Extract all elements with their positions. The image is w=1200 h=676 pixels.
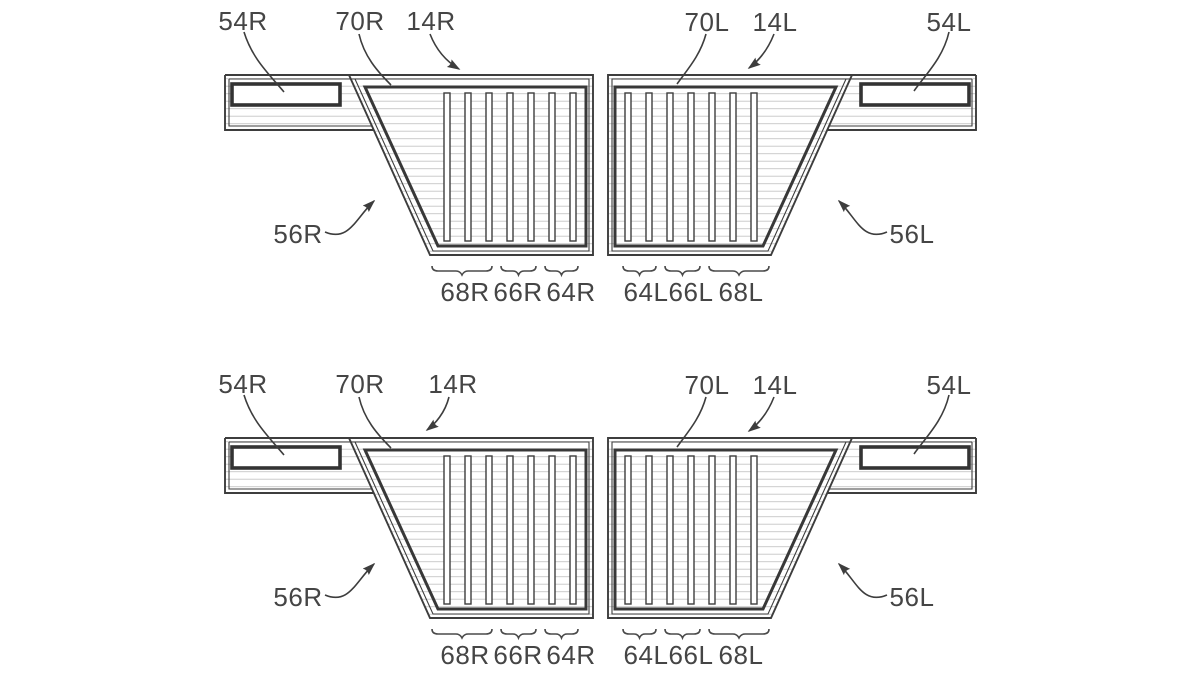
- fig1-group-label-64R: 64R: [546, 277, 596, 307]
- fig2-group-label-66L: 66L: [668, 640, 714, 670]
- fig1-group-label-66R: 66R: [493, 277, 543, 307]
- fig1-callout-14L: 14L: [752, 7, 798, 37]
- fig1-callout-14R: 14R: [406, 6, 456, 36]
- fig2-callout-56L: 56L: [889, 582, 935, 612]
- upper-figure-art: [225, 75, 976, 275]
- fig1-callout-70R: 70R: [335, 6, 385, 36]
- fig2-callout-70L: 70L: [684, 370, 730, 400]
- fig2-group-label-68R: 68R: [440, 640, 490, 670]
- fig2-callout-56R: 56R: [273, 582, 323, 612]
- fig2-callout-14R: 14R: [428, 369, 478, 399]
- fig1-group-label-68L: 68L: [718, 277, 764, 307]
- fig1-callout-54R: 54R: [218, 6, 268, 36]
- upper-figure-leaders: [243, 31, 950, 235]
- fig2-callout-54R: 54R: [218, 369, 268, 399]
- fig2-group-label-64L: 64L: [623, 640, 669, 670]
- fig2-group-label-68L: 68L: [718, 640, 764, 670]
- lower-figure-art: [225, 438, 976, 638]
- fig2-group-label-66R: 66R: [493, 640, 543, 670]
- fig1-group-label-68R: 68R: [440, 277, 490, 307]
- fig1-callout-54L: 54L: [926, 7, 972, 37]
- fig2-callout-54L: 54L: [926, 370, 972, 400]
- fig2-callout-70R: 70R: [335, 369, 385, 399]
- lower-figure-leaders: [243, 394, 950, 598]
- fig1-group-label-64L: 64L: [623, 277, 669, 307]
- fig1-callout-56L: 56L: [889, 219, 935, 249]
- fig1-callout-70L: 70L: [684, 7, 730, 37]
- fig2-callout-14L: 14L: [752, 370, 798, 400]
- fig2-group-label-64R: 64R: [546, 640, 596, 670]
- fig1-group-label-66L: 66L: [668, 277, 714, 307]
- fig1-callout-56R: 56R: [273, 219, 323, 249]
